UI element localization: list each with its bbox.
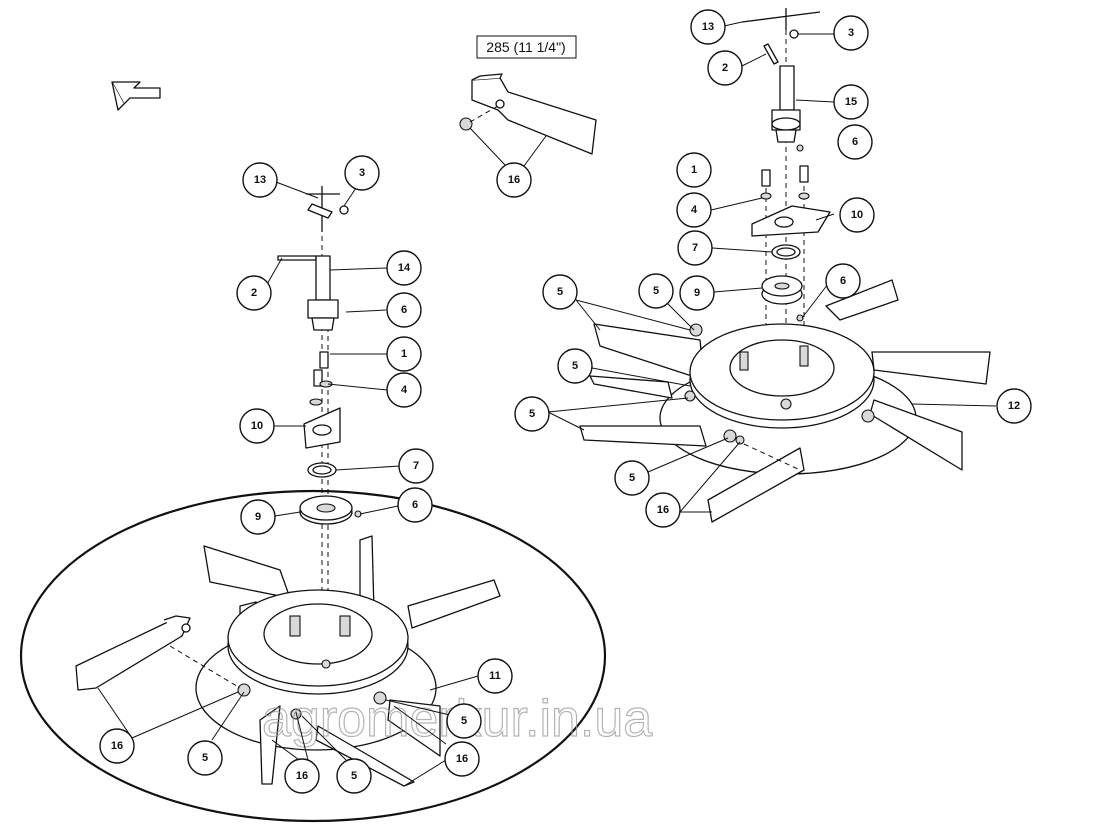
svg-text:1: 1 xyxy=(401,348,407,360)
svg-text:13: 13 xyxy=(702,21,714,33)
callout-10: 10 xyxy=(239,408,275,444)
svg-text:5: 5 xyxy=(529,408,535,420)
svg-text:6: 6 xyxy=(852,136,858,148)
svg-text:2: 2 xyxy=(251,287,257,299)
callout-6: 6 xyxy=(386,292,422,328)
callout-1-r: 1 xyxy=(676,152,712,188)
svg-text:7: 7 xyxy=(413,460,419,472)
spare-tine-drawing xyxy=(459,73,597,155)
svg-text:5: 5 xyxy=(557,286,563,298)
callout-16c: 16 xyxy=(444,741,480,777)
callouts-left: 13 3 14 2 6 1 4 10 7 9 6 11 16 5 16 5 5 … xyxy=(99,155,513,794)
svg-text:6: 6 xyxy=(412,499,418,511)
callouts-top-middle: 16 xyxy=(496,162,532,198)
callout-2: 2 xyxy=(236,275,272,311)
svg-text:11: 11 xyxy=(489,670,501,682)
callout-16-r: 16 xyxy=(645,492,681,528)
svg-text:5: 5 xyxy=(629,472,635,484)
svg-text:7: 7 xyxy=(692,242,698,254)
callout-5b-r: 5 xyxy=(638,273,674,309)
size-label: 285 (11 1/4") xyxy=(486,39,565,55)
callout-11: 11 xyxy=(477,658,513,694)
svg-text:9: 9 xyxy=(255,511,261,523)
callout-5-r: 5 xyxy=(542,274,578,310)
left-assembly xyxy=(19,186,607,823)
svg-text:6: 6 xyxy=(401,304,407,316)
svg-text:4: 4 xyxy=(691,204,698,216)
svg-text:14: 14 xyxy=(398,262,411,274)
svg-text:4: 4 xyxy=(401,384,408,396)
svg-text:16: 16 xyxy=(456,753,468,765)
size-label-box: 285 (11 1/4") xyxy=(476,35,577,59)
svg-text:5: 5 xyxy=(351,770,357,782)
callout-9: 9 xyxy=(240,499,276,535)
callout-1: 1 xyxy=(386,336,422,372)
svg-text:3: 3 xyxy=(848,27,854,39)
svg-text:12: 12 xyxy=(1008,400,1020,412)
arrow-up-left-icon xyxy=(111,81,161,111)
callout-16b: 16 xyxy=(284,758,320,794)
callout-15-r: 15 xyxy=(833,84,869,120)
callout-5b: 5 xyxy=(336,758,372,794)
svg-text:5: 5 xyxy=(653,285,659,297)
svg-text:16: 16 xyxy=(508,174,520,186)
callout-6b: 6 xyxy=(397,487,433,523)
callout-12-r: 12 xyxy=(996,388,1032,424)
svg-text:3: 3 xyxy=(359,167,365,179)
callout-13-r: 13 xyxy=(690,9,726,45)
svg-text:15: 15 xyxy=(845,96,857,108)
callout-3: 3 xyxy=(344,155,380,191)
callout-13: 13 xyxy=(242,162,278,198)
callout-14: 14 xyxy=(386,250,422,286)
svg-text:2: 2 xyxy=(722,62,728,74)
callout-10-r: 10 xyxy=(839,197,875,233)
callout-6-r: 6 xyxy=(837,124,873,160)
callout-5e-r: 5 xyxy=(614,460,650,496)
callout-5: 5 xyxy=(187,740,223,776)
callout-5d-r: 5 xyxy=(514,396,550,432)
callout-4: 4 xyxy=(386,372,422,408)
callout-9-r: 9 xyxy=(679,275,715,311)
svg-text:10: 10 xyxy=(251,420,263,432)
svg-text:10: 10 xyxy=(851,209,863,221)
callout-4-r: 4 xyxy=(676,192,712,228)
callout-5c-r: 5 xyxy=(557,348,593,384)
leader-lines xyxy=(97,21,997,787)
callout-5c: 5 xyxy=(446,703,482,739)
svg-text:5: 5 xyxy=(461,715,467,727)
svg-text:13: 13 xyxy=(254,174,266,186)
callouts-right: 13 3 2 15 6 1 4 10 7 9 6 5 5 5 5 12 5 16 xyxy=(514,9,1032,528)
callout-7: 7 xyxy=(398,448,434,484)
right-assembly xyxy=(579,8,991,523)
svg-text:16: 16 xyxy=(296,770,308,782)
svg-text:1: 1 xyxy=(691,164,697,176)
callout-3-r: 3 xyxy=(833,15,869,51)
svg-text:16: 16 xyxy=(111,740,123,752)
callout-2-r: 2 xyxy=(707,50,743,86)
svg-text:16: 16 xyxy=(657,504,669,516)
svg-text:5: 5 xyxy=(202,752,208,764)
svg-text:9: 9 xyxy=(694,287,700,299)
callout-16: 16 xyxy=(99,728,135,764)
callout-7-r: 7 xyxy=(677,230,713,266)
svg-text:5: 5 xyxy=(572,360,578,372)
callout-6b-r: 6 xyxy=(825,263,861,299)
callout-16-top: 16 xyxy=(496,162,532,198)
svg-text:6: 6 xyxy=(840,275,846,287)
